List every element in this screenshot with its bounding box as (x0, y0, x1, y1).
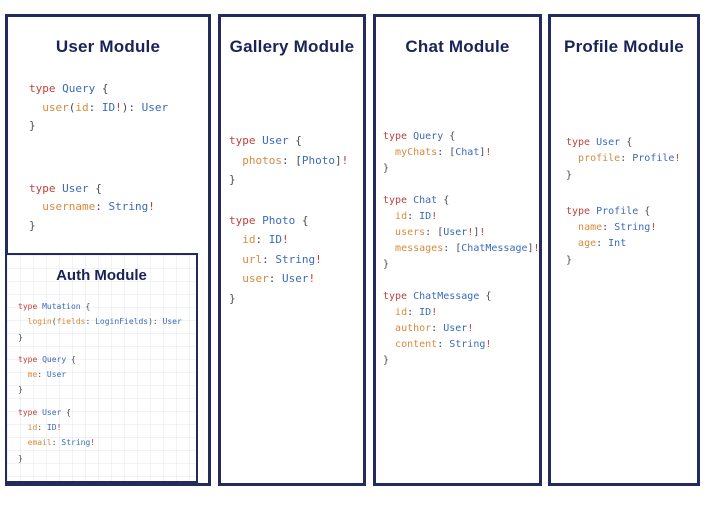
code-profile-module: type User { profile: Profile!} type Profi… (566, 135, 680, 289)
code-block: type User { profile: Profile!} (566, 137, 681, 181)
code-block: type Chat { id: ID! users: [User!]! mess… (383, 194, 540, 271)
panel-profile-module: Profile Module type User { profile: Prof… (548, 14, 700, 486)
code-chat-module: type Query { myChats: [Chat]!} type Chat … (383, 129, 540, 385)
panel-title-chat: Chat Module (405, 37, 510, 56)
code-user-module: type Query { user(id: ID!): User} type Us… (29, 80, 168, 279)
code-gallery-module: type User { photos: [Photo]!} type Photo … (229, 131, 348, 329)
panel-title-profile: Profile Module (564, 37, 684, 56)
code-block: type Query { myChats: [Chat]!} (383, 131, 492, 175)
panel-title-auth: Auth Module (56, 267, 147, 284)
code-block: type User { id: ID! email: String!} (18, 407, 96, 463)
code-block: type Profile { name: String! age: Int} (566, 205, 657, 266)
code-auth-module: type Mutation { login(fields: LoginField… (18, 299, 182, 473)
code-block: type Photo { id: ID! url: String! user: … (229, 213, 322, 305)
code-block: type Query { me: User} (18, 354, 76, 395)
code-block: type User { username: String!} (29, 181, 155, 232)
code-block: type ChatMessage { id: ID! author: User!… (383, 290, 492, 367)
panel-user-module: User Module type Query { user(id: ID!): … (5, 14, 211, 486)
panel-chat-module: Chat Module type Query { myChats: [Chat]… (373, 14, 542, 486)
panel-gallery-module: Gallery Module type User { photos: [Phot… (218, 14, 366, 486)
code-block: type User { photos: [Photo]!} (229, 134, 349, 186)
panel-title-user: User Module (55, 37, 161, 56)
code-block: type Query { user(id: ID!): User} (29, 82, 169, 132)
panel-auth-module: Auth Module type Mutation { login(fields… (5, 253, 198, 483)
panel-title-gallery: Gallery Module (229, 37, 355, 56)
code-block: type Mutation { login(fields: LoginField… (18, 302, 182, 342)
